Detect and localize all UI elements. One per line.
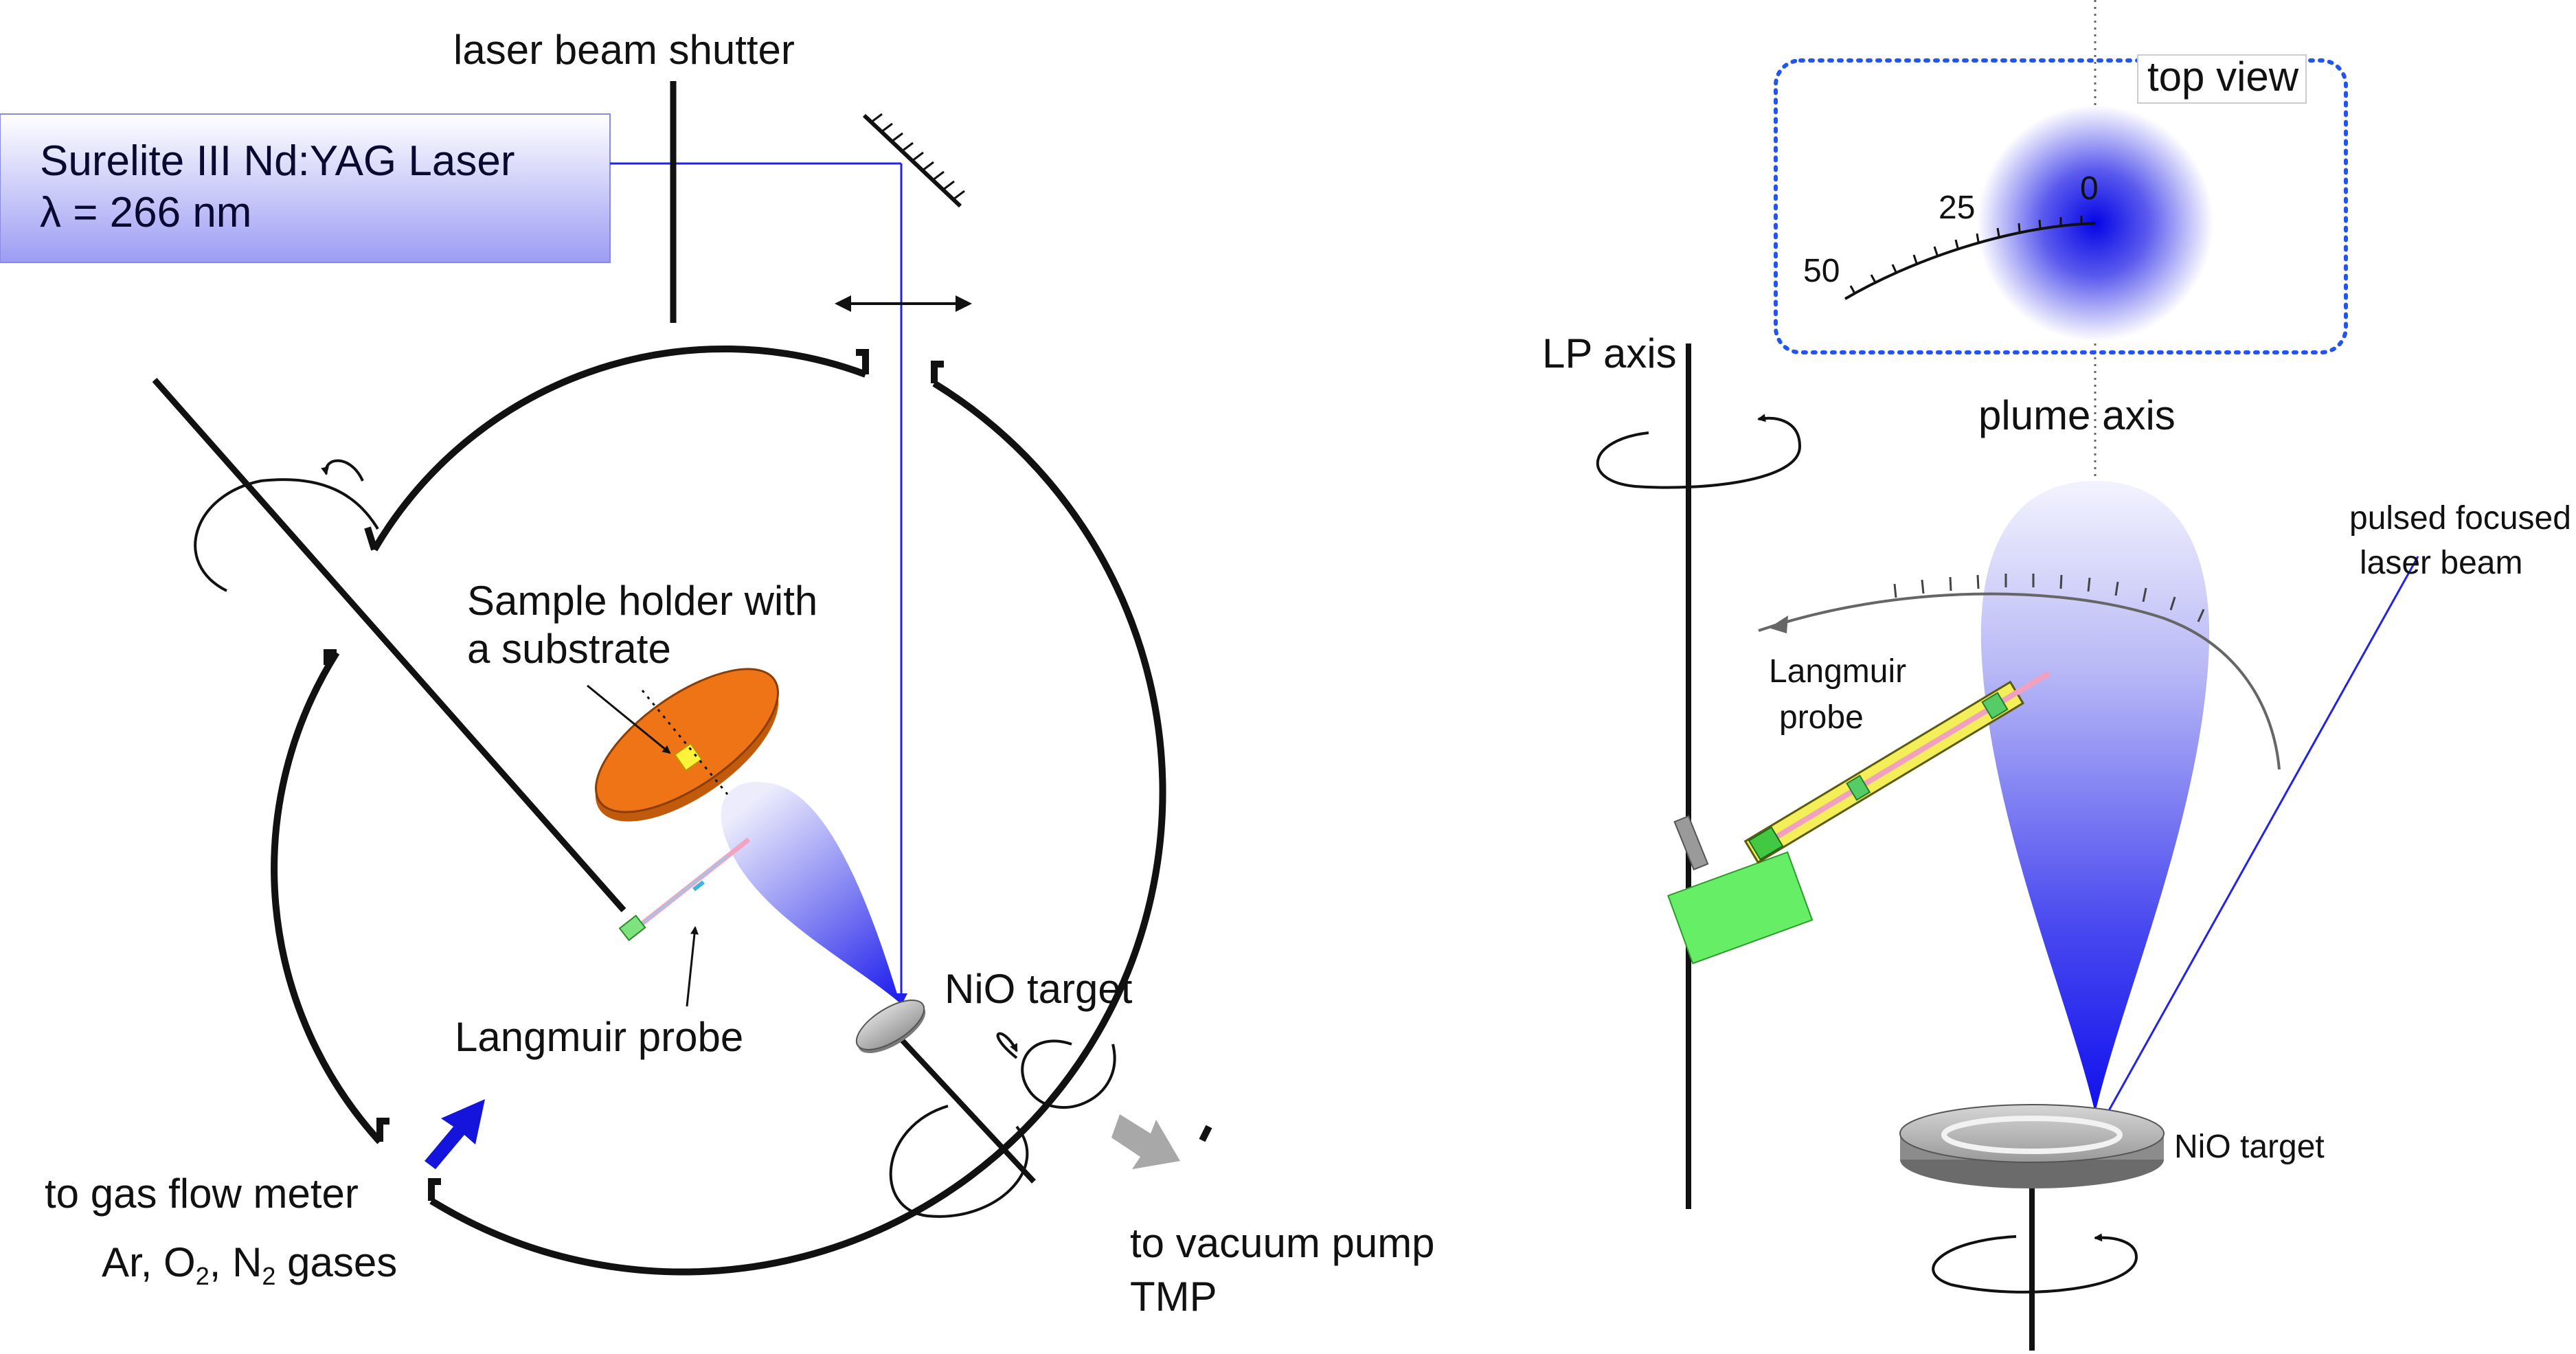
pump-outlet-arrow xyxy=(1111,1114,1180,1169)
langmuir-label-right-1: Langmuir xyxy=(1769,653,1906,690)
langmuir-label-left: Langmuir probe xyxy=(455,1014,743,1060)
scale-label-50: 50 xyxy=(1803,253,1840,289)
nio-target-left xyxy=(855,1000,1036,1184)
target-rotation-arrow-1 xyxy=(1021,1039,1116,1109)
target-rotation-arrow-right xyxy=(1932,1233,2138,1294)
laser-beam-shutter: laser beam shutter xyxy=(453,27,795,323)
scale-label-25: 25 xyxy=(1939,190,1975,226)
probe-angle-arc xyxy=(1758,592,2281,770)
nio-target-label-right: NiO target xyxy=(2174,1129,2325,1165)
flange-upper-left-a xyxy=(364,526,378,551)
chamber-arc-right xyxy=(429,380,1166,1276)
nio-target-label-left: NiO target xyxy=(945,966,1133,1012)
scale-label-0: 0 xyxy=(2080,170,2099,207)
lp-rotation-arrow xyxy=(1596,414,1802,489)
plasma-plume-left xyxy=(721,782,900,1003)
pulsed-beam-label-1: pulsed focused xyxy=(2349,500,2571,537)
flange-top-left xyxy=(856,349,869,374)
mirror xyxy=(862,113,965,208)
angle-scale-ticks xyxy=(1849,216,2083,294)
probe-mount xyxy=(1667,851,1814,964)
mirror-hatching xyxy=(870,113,965,201)
scan-double-arrow xyxy=(835,295,972,312)
chamber-arc-left xyxy=(271,651,383,1144)
tmp-label: TMP xyxy=(1130,1274,1217,1320)
substrate-chip xyxy=(674,743,703,771)
rod-rotation-arrow xyxy=(194,459,379,592)
sample-holder-label-2: a substrate xyxy=(467,626,671,672)
laser-wavelength-label: λ = 266 nm xyxy=(40,189,251,236)
flange-top-right xyxy=(931,361,944,383)
sample-holder-label-1: Sample holder with xyxy=(467,578,817,624)
target-ablation-ring xyxy=(1941,1116,2123,1154)
target-rotation-arrow-2 xyxy=(889,1105,1029,1218)
sample-holder-rod xyxy=(152,378,626,912)
chamber-arc-top-left xyxy=(371,346,867,552)
gas-meter-label: to gas flow meter xyxy=(45,1171,359,1217)
flange-lower-left-b xyxy=(428,1178,441,1201)
probe-angle-ticks xyxy=(1893,574,2205,622)
laser-box xyxy=(0,113,611,263)
plasma-plume-right xyxy=(1980,481,2210,1113)
flange-lower-right xyxy=(1199,1125,1212,1142)
laser-source: Surelite III Nd:YAG Laser λ = 266 nm xyxy=(0,113,611,263)
gas-inlet-arrow xyxy=(425,1099,485,1169)
langmuir-probe-small xyxy=(618,837,751,942)
substrate-holder xyxy=(595,668,779,822)
probe-angle-arc-head xyxy=(1769,616,1788,633)
plume-axis-label: plume axis xyxy=(1978,392,2176,438)
langmuir-pointer xyxy=(686,926,699,1007)
flange-upper-left-b xyxy=(324,649,337,665)
probe-clamp xyxy=(1673,815,1709,871)
top-view-frame xyxy=(1774,58,2348,354)
sample-holder-pointer xyxy=(587,684,671,754)
nio-target-right: NiO target xyxy=(1899,1104,2325,1351)
laser-name-label: Surelite III Nd:YAG Laser xyxy=(40,137,515,185)
flange-lower-left-a xyxy=(376,1118,389,1142)
langmuir-label-right-2: probe xyxy=(1779,699,1864,736)
top-view-inset: top view 0 25 50 xyxy=(1774,54,2348,354)
target-rotation-arrow-1-head xyxy=(996,1032,1018,1059)
shutter-label: laser beam shutter xyxy=(453,27,795,73)
substrate-disk-top xyxy=(595,668,779,813)
langmuir-probe-large: Langmuir probe xyxy=(1667,653,2050,964)
gases-label: Ar, O2, N2 gases xyxy=(102,1239,397,1290)
vacuum-pump-label: to vacuum pump xyxy=(1130,1220,1435,1266)
pulsed-laser-beam xyxy=(2099,556,2419,1127)
top-view-label: top view xyxy=(2147,54,2299,100)
angle-scale-arc xyxy=(1844,222,2096,300)
pulsed-beam-label-2: laser beam xyxy=(2360,545,2522,581)
vacuum-chamber-wall xyxy=(271,346,1212,1276)
target-rod xyxy=(891,1028,1036,1184)
lp-axis-label: LP axis xyxy=(1542,330,1677,376)
